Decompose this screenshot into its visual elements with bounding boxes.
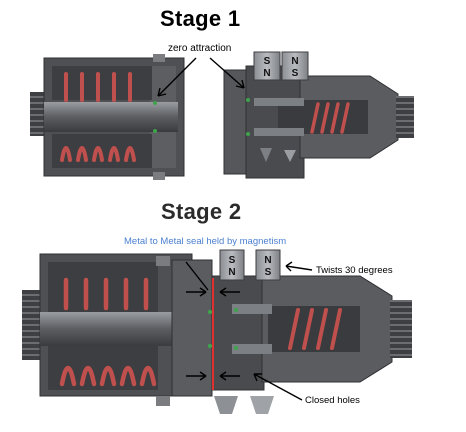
right-thread: [396, 96, 414, 138]
left-spring-bottom-2: [59, 365, 157, 387]
seal-annotation-label: Metal to Metal seal held by magnetism: [124, 236, 287, 247]
right-spring-2: [288, 308, 342, 350]
arrow-right: [209, 57, 245, 89]
magnet-c: [219, 249, 245, 281]
stage-2-seal: [207, 278, 238, 390]
magnet-b-bottom-pole: S: [292, 68, 299, 79]
magnet-b-top-pole: N: [291, 56, 298, 67]
arrow-left: [157, 57, 197, 97]
magnet-b: [281, 51, 309, 81]
twist-annotation-label: Twists 30 degrees: [316, 265, 393, 276]
magnet-d-top-pole: N: [264, 255, 271, 266]
magnet-c-top-pole: S: [229, 255, 236, 266]
magnet-d: [255, 249, 281, 281]
magnet-c-bottom-pole: N: [228, 267, 235, 278]
zero-attraction-label: zero attraction: [168, 43, 232, 54]
right-thread-2: [390, 300, 412, 358]
right-spring: [310, 102, 350, 134]
magnet-a: [253, 51, 281, 81]
stage-2-arrows: [185, 261, 313, 401]
zero-attraction-arrows: [157, 57, 245, 97]
seal-pointer-arrow: [185, 261, 209, 291]
stage-2-right-coupler: [211, 275, 412, 414]
stage-2-left-coupler: [22, 253, 216, 406]
left-shaft: [44, 102, 178, 132]
stage-2-title: Stage 2: [161, 199, 242, 224]
stage-1-left-coupler: [30, 54, 185, 180]
closed-holes-label: Closed holes: [305, 395, 360, 406]
stage-1-right-coupler: [223, 65, 414, 179]
magnet-a-top-pole: S: [264, 56, 271, 67]
stage-2-magnets: S N N S: [219, 249, 281, 281]
stage-1-magnets: S N N S: [253, 51, 309, 81]
left-spring-top-2: [63, 277, 149, 311]
magnet-d-bottom-pole: S: [265, 267, 272, 278]
twist-arrow: [285, 265, 313, 271]
stage-1-title: Stage 1: [160, 6, 241, 31]
left-spring-top: [64, 72, 132, 102]
closed-holes-arrow: [253, 373, 303, 401]
left-spring-bottom: [60, 146, 136, 162]
magnet-a-bottom-pole: N: [263, 68, 270, 79]
